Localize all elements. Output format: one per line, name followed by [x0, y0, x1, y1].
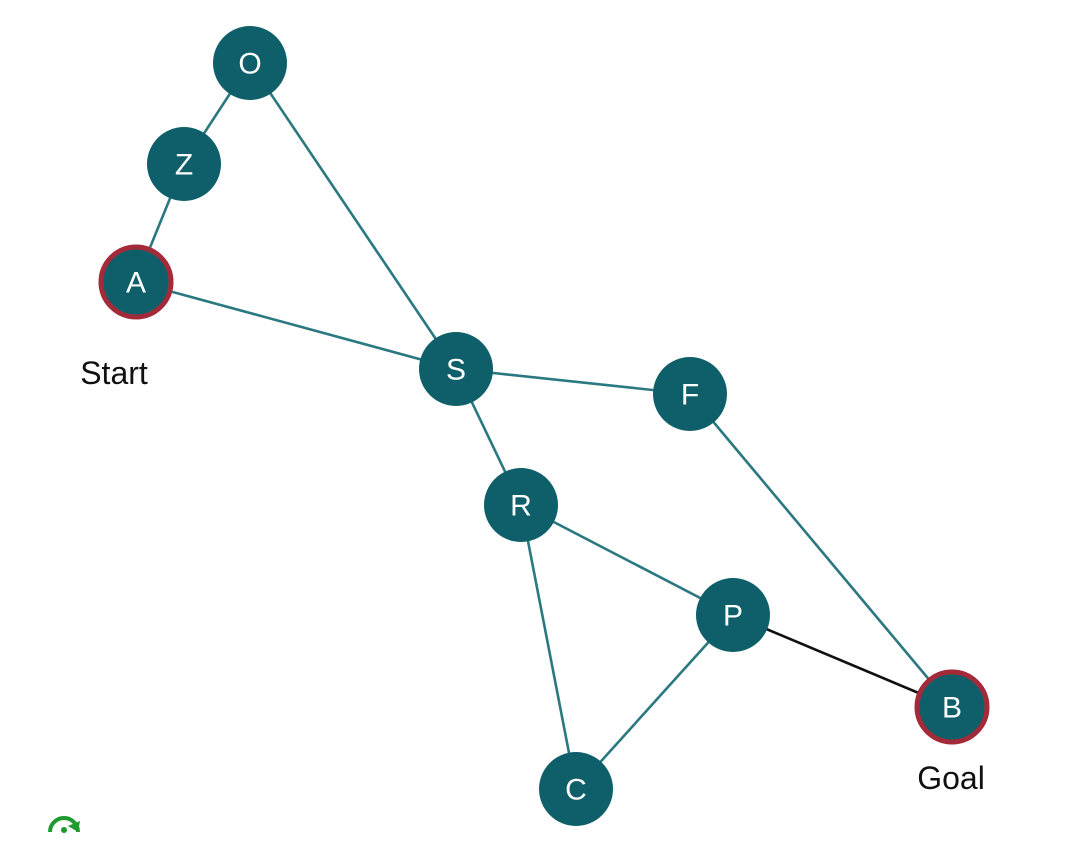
node-circle: [98, 244, 174, 320]
node-p: P: [696, 578, 770, 652]
node-circle: [653, 357, 727, 431]
node-z: Z: [147, 127, 221, 201]
node-label: R: [510, 490, 532, 523]
node-circle: [539, 752, 613, 826]
node-b: B: [914, 669, 990, 745]
node-label: B: [942, 692, 962, 725]
edge-f-b: [689, 393, 953, 708]
node-o: O: [213, 26, 287, 100]
node-label: A: [126, 267, 146, 300]
node-circle: [147, 127, 221, 201]
node-label: P: [723, 600, 743, 633]
edge-s-f: [455, 367, 691, 396]
node-circle: [419, 332, 493, 406]
edge-a-s: [135, 280, 457, 371]
node-label: O: [238, 48, 261, 81]
node-label: C: [565, 774, 587, 807]
node-circle: [213, 26, 287, 100]
node-f: F: [653, 357, 727, 431]
node-c: C: [539, 752, 613, 826]
edges-layer: [134, 62, 953, 790]
node-circle: [914, 669, 990, 745]
node-a: A: [98, 244, 174, 320]
nodes-layer: O Z A S F R P B C: [98, 26, 990, 826]
node-label: S: [446, 354, 466, 387]
refresh-icon[interactable]: [48, 816, 80, 833]
node-s: S: [419, 332, 493, 406]
edge-o-s: [248, 62, 458, 370]
node-label: Z: [175, 149, 193, 182]
edge-p-b: [732, 613, 953, 709]
node-circle: [484, 468, 558, 542]
edge-r-p: [520, 503, 734, 617]
goal-caption: Goal: [917, 760, 985, 796]
node-r: R: [484, 468, 558, 542]
edge-p-c: [575, 614, 734, 790]
node-label: F: [681, 379, 699, 412]
node-circle: [696, 578, 770, 652]
start-caption: Start: [80, 355, 148, 391]
edge-r-c: [519, 504, 578, 790]
